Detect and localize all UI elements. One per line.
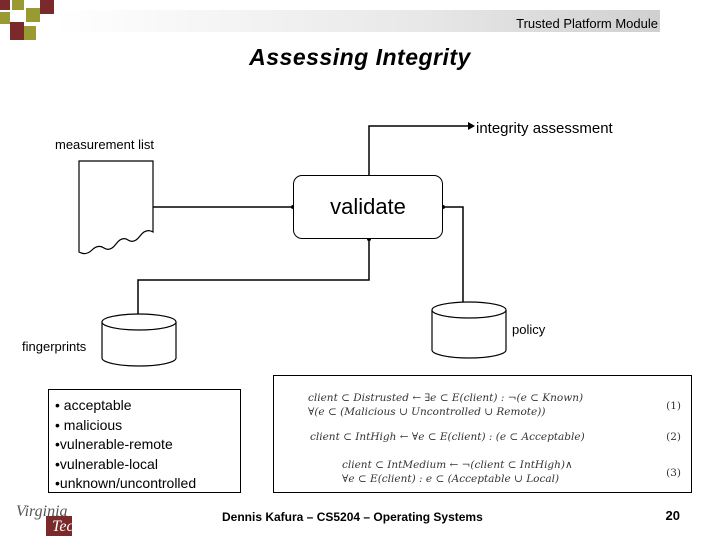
logo-line-2: Tech — [52, 518, 82, 535]
measurement-list-document — [78, 160, 154, 255]
policy-database — [431, 301, 507, 359]
validate-process: validate — [293, 175, 443, 239]
section-title: Trusted Platform Module — [516, 16, 658, 31]
list-item: • acceptable — [55, 397, 132, 413]
policy-label: policy — [512, 322, 546, 337]
header-rule — [56, 10, 660, 32]
formula-2-line-1: client ⊂ IntHigh ← ∀e ⊂ E(client) : (e ⊂… — [310, 431, 585, 443]
list-item: •unknown/uncontrolled — [55, 475, 197, 491]
formula-1-number: (1) — [666, 400, 681, 412]
logo-line-1: Virginia — [16, 503, 68, 520]
measurement-list-label: measurement list — [55, 137, 154, 152]
page-number: 20 — [665, 508, 680, 523]
fingerprints-label: fingerprints — [22, 339, 87, 354]
list-item: • malicious — [55, 416, 123, 433]
formula-3-line-1: client ⊂ IntMedium ← ¬(client ⊂ IntHigh)… — [342, 459, 573, 471]
formula-1-line-1: client ⊂ Distrusted ← ∃e ⊂ E(client) : ¬… — [308, 392, 584, 404]
formula-3-number: (3) — [666, 467, 681, 479]
integrity-assessment-label: integrity assessment — [476, 120, 613, 137]
list-item: •vulnerable-local — [55, 455, 158, 472]
footer-author-course: Dennis Kafura – CS5204 – Operating Syste… — [222, 510, 483, 524]
fingerprints-database — [101, 313, 177, 367]
category-list: • acceptable • malicious •vulnerable-rem… — [48, 389, 241, 493]
logo-block — [46, 516, 72, 536]
slide-title: Assessing Integrity — [249, 44, 471, 70]
formula-2-number: (2) — [666, 431, 681, 443]
list-item: •vulnerable-remote — [55, 436, 173, 452]
formula-box: client ⊂ Distrusted ← ∃e ⊂ E(client) : ¬… — [273, 375, 692, 493]
formula-1-line-2: ∀(e ⊂ (Malicious ∪ Uncontrolled ∪ Remote… — [308, 406, 546, 418]
formula-3-line-2: ∀e ⊂ E(client) : e ⊂ (Acceptable ∪ Local… — [342, 473, 560, 485]
validate-label: validate — [330, 194, 406, 219]
university-logo: Virginia Tech — [14, 502, 96, 538]
